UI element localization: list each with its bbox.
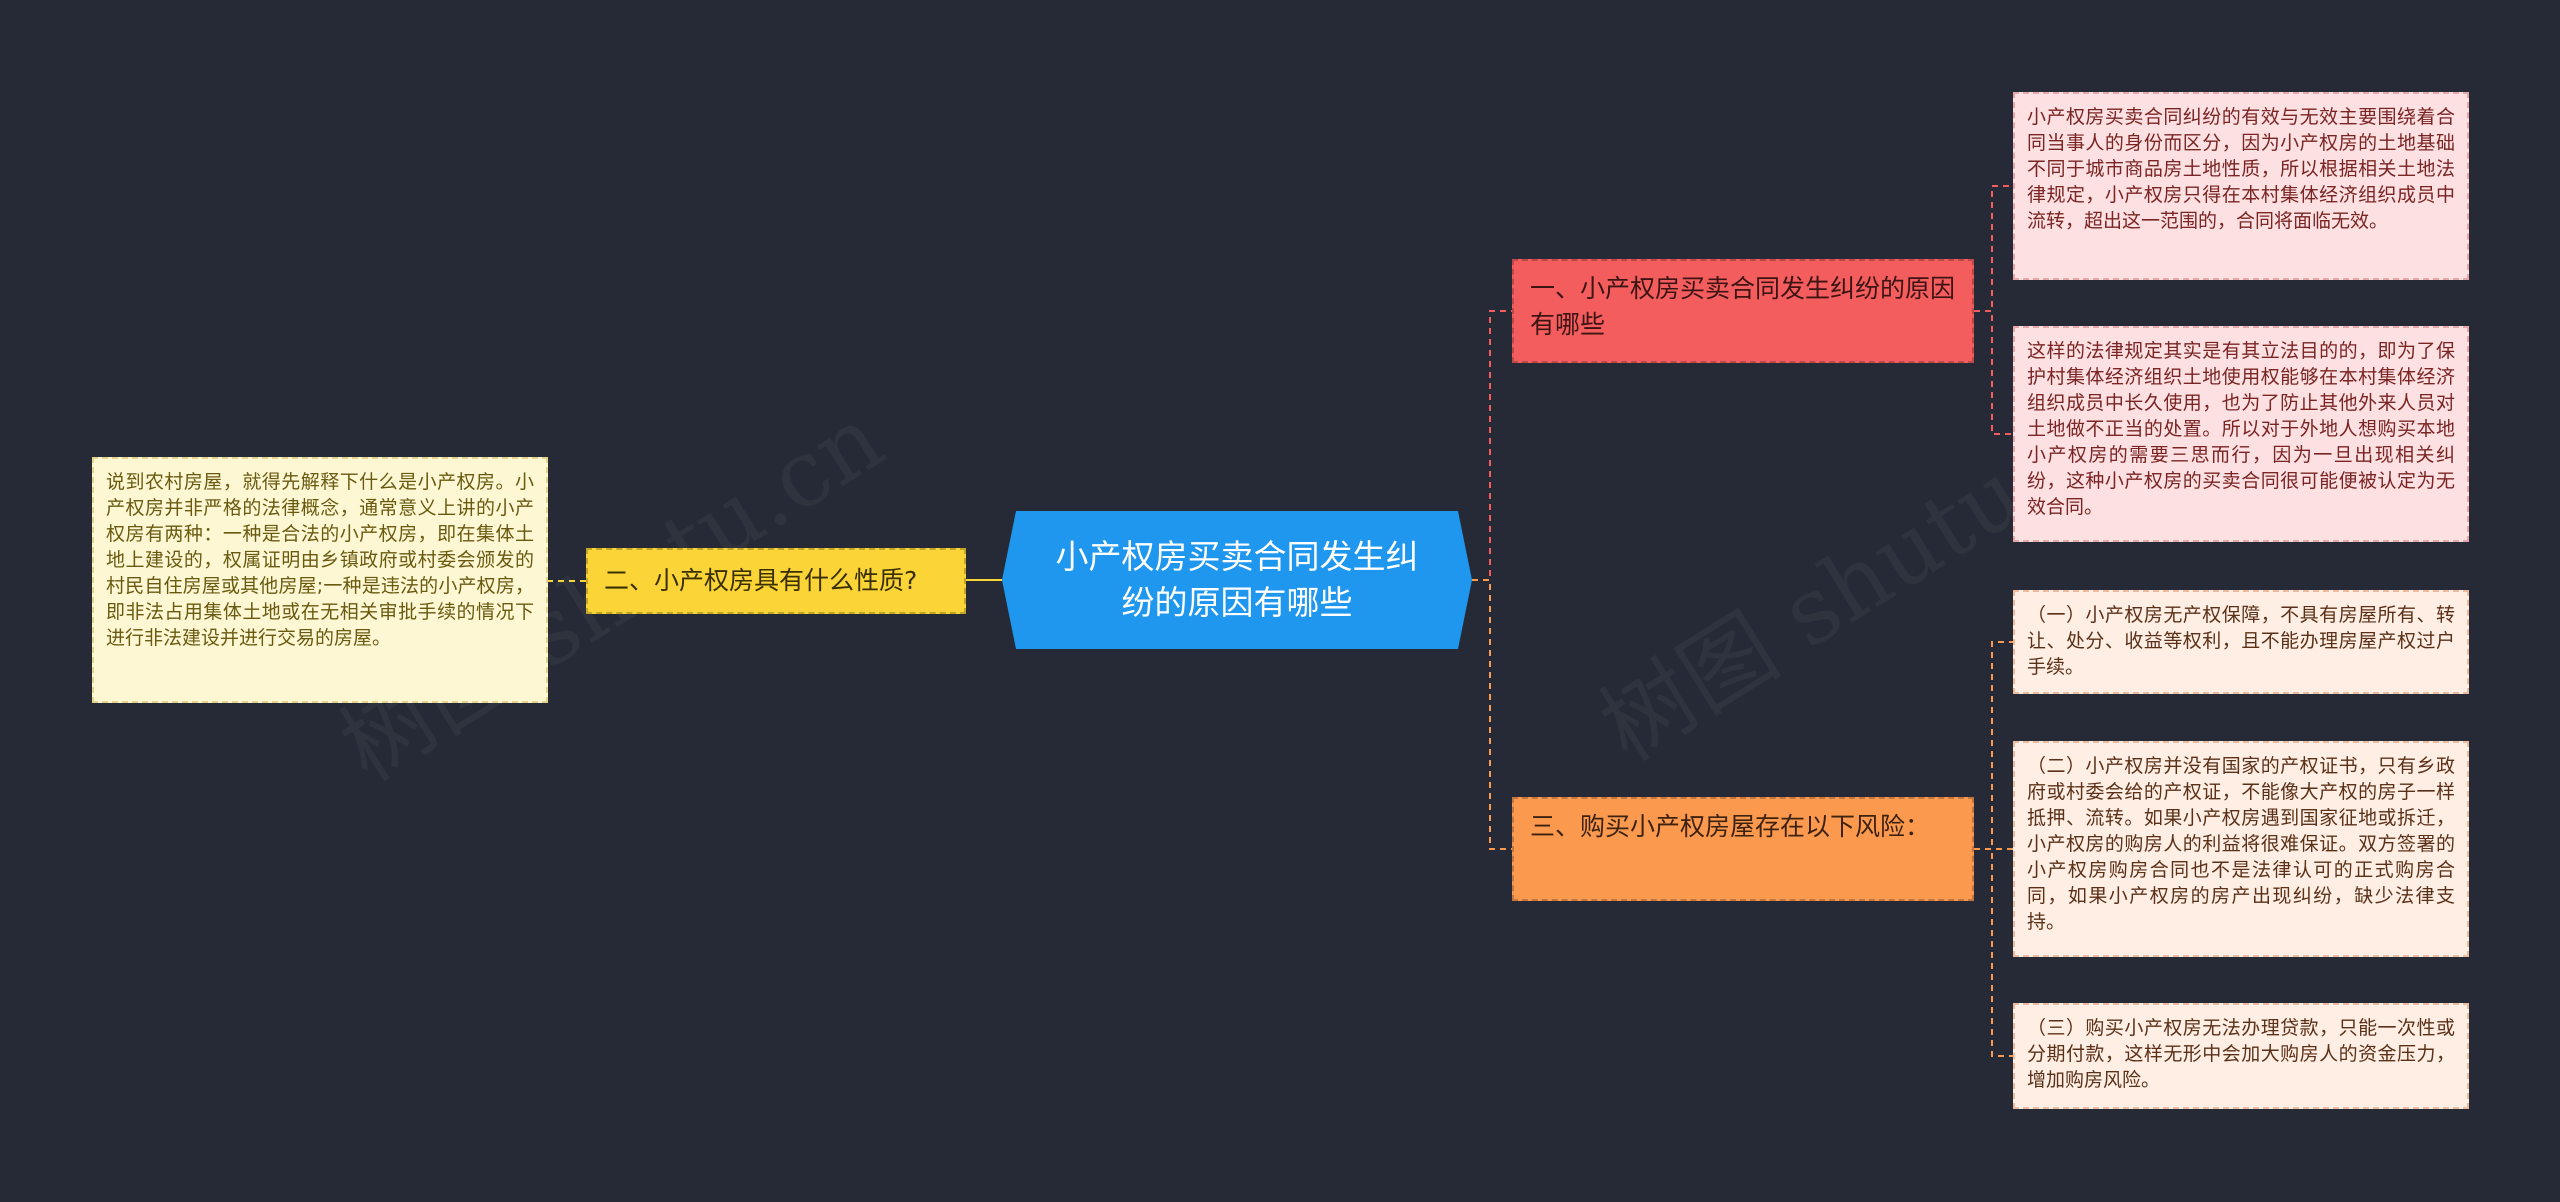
leaf-topic-text: （三）购买小产权房无法办理贷款，只能一次性或分期付款，这样无形中会加大购房人的资…	[2027, 1017, 2455, 1091]
leaf-topic-nature-1[interactable]: 说到农村房屋，就得先解释下什么是小产权房。小产权房并非严格的法律概念，通常意义上…	[92, 457, 548, 703]
connector-branch3-leaf1	[1974, 641, 2013, 850]
leaf-topic-risks-3[interactable]: （三）购买小产权房无法办理贷款，只能一次性或分期付款，这样无形中会加大购房人的资…	[2013, 1003, 2469, 1109]
leaf-topic-causes-1[interactable]: 小产权房买卖合同纠纷的有效与无效主要围绕着合同当事人的身份而区分，因为小产权房的…	[2013, 92, 2469, 280]
leaf-topic-text: 说到农村房屋，就得先解释下什么是小产权房。小产权房并非严格的法律概念，通常意义上…	[106, 471, 534, 649]
branch-topic-label: 二、小产权房具有什么性质?	[604, 566, 918, 595]
leaf-topic-risks-2[interactable]: （二）小产权房并没有国家的产权证书，只有乡政府或村委会给的产权证，不能像大产权的…	[2013, 741, 2469, 957]
root-topic[interactable]: 小产权房买卖合同发生纠纷的原因有哪些	[1002, 511, 1472, 649]
branch-topic-causes[interactable]: 一、小产权房买卖合同发生纠纷的原因有哪些	[1512, 259, 1974, 363]
branch-topic-risks[interactable]: 三、购买小产权房屋存在以下风险：	[1512, 797, 1974, 901]
leaf-topic-text: 这样的法律规定其实是有其立法目的的，即为了保护村集体经济组织土地使用权能够在本村…	[2027, 340, 2455, 518]
connector-branch3-leaf3	[1974, 848, 2013, 1057]
root-topic-label: 小产权房买卖合同发生纠纷的原因有哪些	[1055, 537, 1419, 622]
connector-root-branch3	[1472, 579, 1512, 850]
leaf-topic-causes-2[interactable]: 这样的法律规定其实是有其立法目的的，即为了保护村集体经济组织土地使用权能够在本村…	[2013, 326, 2469, 542]
leaf-topic-text: 小产权房买卖合同纠纷的有效与无效主要围绕着合同当事人的身份而区分，因为小产权房的…	[2027, 106, 2455, 232]
branch-topic-nature[interactable]: 二、小产权房具有什么性质?	[586, 548, 966, 614]
branch-topic-label: 三、购买小产权房屋存在以下风险：	[1530, 812, 1931, 841]
connector-branch1-leaf1	[1974, 185, 2013, 312]
connector-root-branch1	[1472, 310, 1512, 581]
leaf-topic-text: （一）小产权房无产权保障，不具有房屋所有、转让、处分、收益等权利，且不能办理房屋…	[2027, 604, 2455, 678]
leaf-topic-text: （二）小产权房并没有国家的产权证书，只有乡政府或村委会给的产权证，不能像大产权的…	[2027, 755, 2455, 933]
leaf-topic-risks-1[interactable]: （一）小产权房无产权保障，不具有房屋所有、转让、处分、收益等权利，且不能办理房屋…	[2013, 590, 2469, 694]
branch-topic-label: 一、小产权房买卖合同发生纠纷的原因有哪些	[1530, 274, 1956, 339]
